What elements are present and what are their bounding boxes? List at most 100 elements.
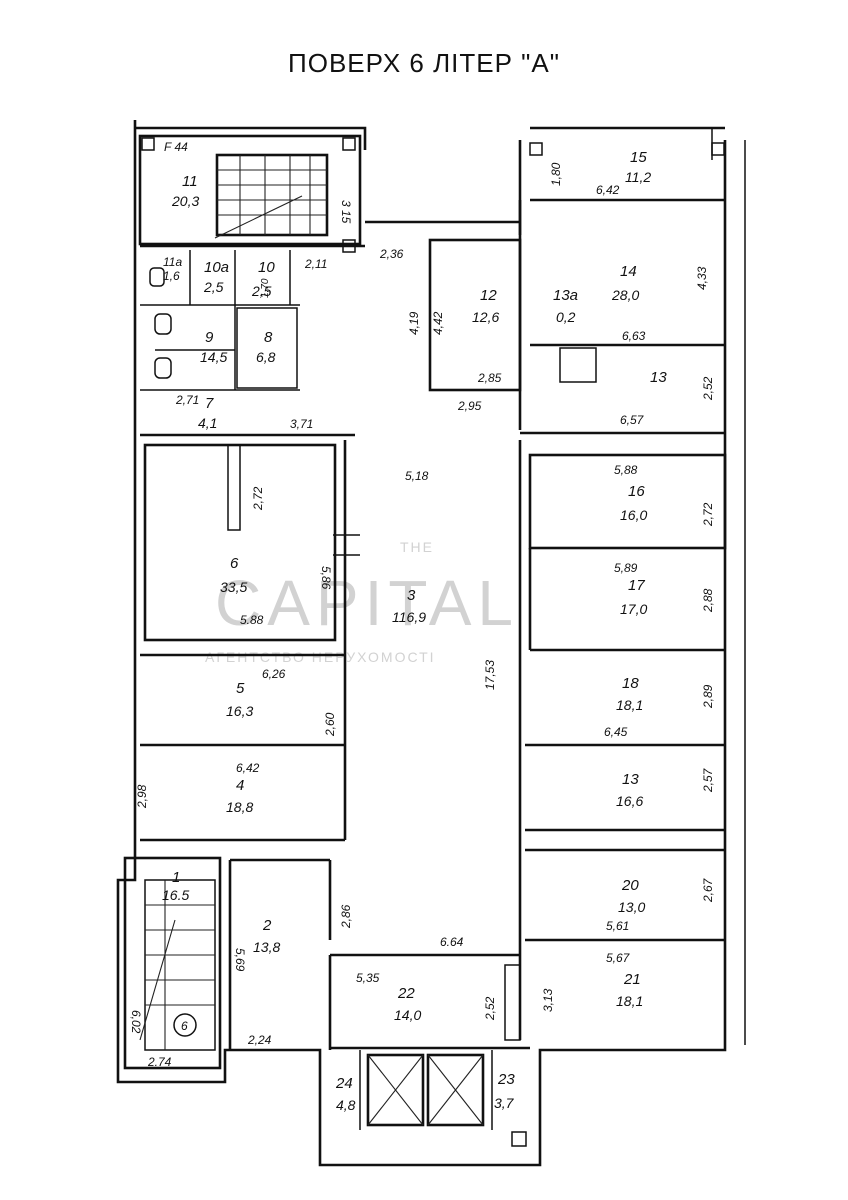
- room-13a: 13а 0,2: [553, 287, 578, 325]
- dimension-label: 6,42: [236, 761, 260, 775]
- dimension-label: 4,42: [431, 311, 445, 335]
- room-9: 9 14,5: [200, 329, 227, 365]
- dimension-label: 2,52: [483, 996, 497, 1021]
- room-number: 24: [335, 1075, 353, 1092]
- room-area: 28,0: [611, 287, 639, 303]
- plan-title: ПОВЕРХ 6 ЛІТЕР "А": [288, 48, 560, 78]
- dimension-label: 4,33: [695, 266, 709, 290]
- dimension-label: 5,88: [614, 463, 638, 477]
- outer-walls: [116, 120, 746, 1167]
- room-12: 12 12,6: [472, 287, 499, 325]
- room-area: 16.5: [162, 887, 189, 903]
- room-number: 11: [182, 173, 198, 190]
- dimension-label: 4,19: [407, 311, 421, 335]
- room-4: 4 18,8: [226, 777, 253, 815]
- dimension-label: 2,36: [379, 247, 404, 261]
- room-number: 9: [205, 329, 214, 346]
- room-3: 3 116,9: [392, 587, 426, 625]
- room-5: 5 16,3: [226, 680, 253, 719]
- right-upper-rooms: [518, 140, 725, 435]
- room-13: 13: [650, 369, 667, 386]
- room-8: 8 6,8: [256, 329, 276, 365]
- room-23: 23 3,7: [494, 1071, 515, 1111]
- room-area: 0,2: [556, 309, 576, 325]
- dimension-label: 2,57: [701, 767, 715, 793]
- dimension-label: 6,26: [262, 667, 286, 681]
- dimension-label: 2,72: [701, 502, 715, 527]
- room-number: 1: [172, 869, 180, 886]
- room-area: 11,2: [625, 169, 651, 185]
- dimension-label: 5,89: [614, 561, 638, 575]
- room-number: 3: [407, 587, 416, 604]
- room-area: 4,8: [336, 1097, 356, 1113]
- room-number: 4: [236, 777, 244, 794]
- dimension-label: 5.88: [240, 613, 264, 627]
- dimension-label: 2,67: [701, 877, 715, 903]
- dimension-label: 1,80: [549, 162, 563, 186]
- stair-11: [138, 134, 362, 253]
- room-area: 20,3: [171, 193, 199, 209]
- room-area: 17,0: [620, 601, 647, 617]
- dimension-label: 6,45: [604, 725, 628, 739]
- dimension-label: 3,13: [541, 988, 555, 1012]
- room-area: 13,8: [253, 939, 280, 955]
- room-11: 11 20,3: [171, 173, 199, 209]
- dimension-label: 3,71: [290, 417, 313, 431]
- dimension-label: 2,60: [323, 712, 337, 737]
- dimension-label: 2,85: [477, 371, 502, 385]
- dimension-label: 6,02: [129, 1010, 143, 1034]
- room-20: 20 13,0: [618, 877, 645, 915]
- room-area: 13,0: [618, 899, 645, 915]
- room-area: 6,8: [256, 349, 276, 365]
- dimension-label: 6,63: [622, 329, 646, 343]
- room-area: 14,0: [394, 1007, 421, 1023]
- room-number: 18: [622, 675, 639, 692]
- room-21: 21 18,1: [616, 971, 643, 1009]
- room-area: 1,6: [163, 269, 180, 283]
- room-number: 12: [480, 287, 497, 304]
- dimension-label: 2,88: [701, 588, 715, 613]
- elevator-block: [328, 953, 530, 1147]
- dimension-label: 2,52: [701, 376, 715, 401]
- room-number: 13: [622, 771, 639, 788]
- watermark: THE CAPITAL АГЕНТСТВО НЕРУХОМОСТІ: [205, 539, 519, 665]
- room-area: 16,6: [616, 793, 643, 809]
- room-area: 16,3: [226, 703, 253, 719]
- dimension-label: 5,69: [233, 948, 247, 972]
- stair-mark: F 44: [164, 140, 188, 154]
- room-area: 2,5: [203, 279, 224, 295]
- room-24: 24 4,8: [335, 1075, 356, 1113]
- room-number: 10: [258, 259, 275, 276]
- room-number: 6: [230, 555, 239, 572]
- right-middle-rooms: [518, 440, 727, 1040]
- room-area: 18,8: [226, 799, 253, 815]
- room-number: 21: [623, 971, 641, 988]
- room-7: 7 4,1: [198, 395, 217, 431]
- room-number: 8: [264, 329, 273, 346]
- room-22: 22 14,0: [394, 985, 421, 1023]
- room-number: 13а: [553, 287, 578, 304]
- stair-circle-label: 6: [181, 1019, 188, 1033]
- room-number: 2: [262, 917, 272, 934]
- room-number: 14: [620, 263, 637, 280]
- watermark-top-text: THE: [400, 539, 434, 555]
- dimension-label: 2,95: [457, 399, 482, 413]
- room-17: 17 17,0: [620, 577, 647, 617]
- room-area: 116,9: [392, 609, 426, 625]
- room-14: 14 28,0: [611, 263, 639, 303]
- room-number: 7: [205, 395, 214, 412]
- room-18: 18 18,1: [616, 675, 643, 713]
- wc-block: [140, 244, 365, 391]
- bottom-left-stair: [123, 856, 332, 1070]
- room-11a: 11а 1,6: [163, 255, 182, 283]
- watermark-main-text: CAPITAL: [215, 567, 519, 639]
- room-area: 3,7: [494, 1095, 515, 1111]
- room-area: 18,1: [616, 697, 643, 713]
- watermark-sub-text: АГЕНТСТВО НЕРУХОМОСТІ: [205, 649, 436, 665]
- room-12-walls: [365, 200, 522, 392]
- room-labels: 11 20,3 11а 1,6 10а 2,5 10 2,5 9 14,5 8 …: [162, 149, 667, 1113]
- room-number: 13: [650, 369, 667, 386]
- room-2: 2 13,8: [253, 917, 280, 955]
- room-number: 22: [397, 985, 415, 1002]
